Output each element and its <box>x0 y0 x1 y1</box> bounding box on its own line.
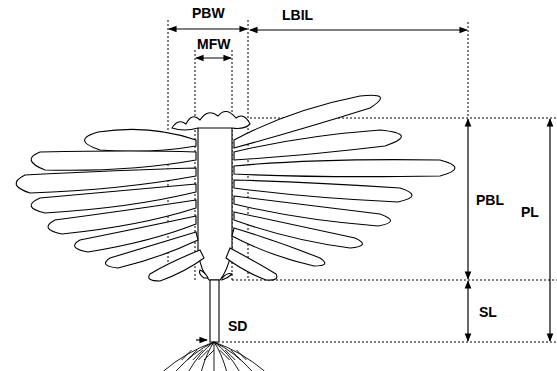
root-stroke <box>193 350 203 360</box>
root-stroke <box>236 350 246 360</box>
root-stroke <box>214 342 264 371</box>
dimension-label: PBW <box>191 6 226 20</box>
root-stroke <box>214 342 252 371</box>
root-stroke <box>164 342 214 371</box>
root-stroke <box>187 350 197 360</box>
root-stroke <box>214 342 215 371</box>
root-stroke <box>189 342 214 371</box>
root-stroke <box>176 342 214 371</box>
dimension-label: PBL <box>475 193 505 207</box>
root-stroke <box>214 342 239 371</box>
root-stroke <box>201 342 214 371</box>
root-stroke <box>182 350 192 360</box>
root-stroke <box>198 350 208 360</box>
dimension-label: SL <box>478 305 498 319</box>
dimension-label: PL <box>520 205 540 219</box>
dimension-label: LBIL <box>281 8 314 22</box>
dimension-label: SD <box>227 319 248 333</box>
root-stroke <box>204 350 214 360</box>
dimension-label: MFW <box>196 37 231 51</box>
